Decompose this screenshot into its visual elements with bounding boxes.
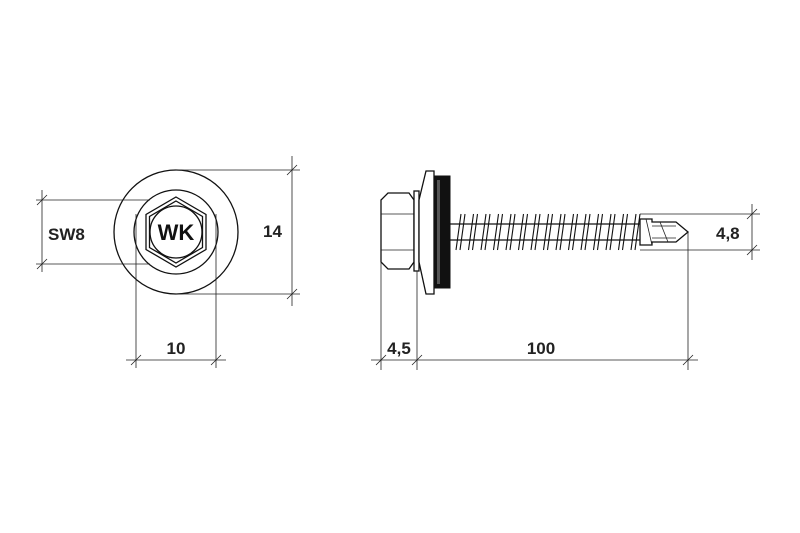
epdm-seal	[433, 175, 451, 289]
thread-flank	[559, 213, 566, 251]
length-label: 100	[527, 339, 555, 358]
thread-crest	[530, 213, 537, 251]
thread-crest	[480, 213, 487, 251]
thread-crest	[517, 213, 525, 251]
hex-width-tick-left	[130, 354, 142, 366]
sw8-tick-top	[36, 194, 48, 206]
thread-crest	[592, 213, 600, 251]
thread-flank	[621, 213, 629, 251]
thread-flank	[484, 213, 491, 251]
thread-crest	[542, 213, 550, 251]
sw8-label: SW8	[48, 225, 85, 244]
thread-dia-tick-bottom	[746, 244, 758, 256]
thread-crest	[617, 213, 625, 251]
thread-flank	[596, 213, 604, 251]
thread-crest	[580, 213, 587, 251]
hex-width-label: 10	[167, 339, 186, 358]
thread-flank	[496, 213, 504, 251]
thread-flank	[534, 213, 541, 251]
length-tick-right	[682, 354, 694, 366]
front-view: WK SW8 10 14	[36, 156, 300, 368]
thread-flank	[634, 213, 641, 251]
thread-flank	[584, 213, 591, 251]
thread-flank	[571, 213, 579, 251]
thread-crest	[605, 213, 612, 251]
sw8-tick-bottom	[36, 258, 48, 270]
thread-crest	[567, 213, 575, 251]
logo-text: WK	[158, 220, 195, 245]
epdm-seal-highlight	[437, 180, 440, 284]
washer-tick-bottom	[286, 288, 298, 300]
side-view: 4,8 4,5 100	[371, 170, 760, 370]
steel-washer	[418, 170, 435, 295]
thread-flank	[471, 213, 479, 251]
head-tick-right	[411, 354, 423, 366]
thread-flank	[521, 213, 529, 251]
head-height-label: 4,5	[387, 339, 411, 358]
head-tick-left	[375, 354, 387, 366]
washer-tick-top	[286, 164, 298, 176]
thread-flank	[459, 213, 466, 251]
thread-crest	[505, 213, 512, 251]
thread-crest	[455, 213, 462, 251]
thread-crest	[492, 213, 500, 251]
drill-flute-4	[645, 218, 653, 246]
thread-crest	[467, 213, 475, 251]
thread-flank	[546, 213, 554, 251]
thread-flank	[509, 213, 516, 251]
hex-head-side	[380, 192, 415, 270]
thread-crest	[630, 213, 637, 251]
thread-flank	[609, 213, 616, 251]
logo-circle	[149, 205, 203, 259]
thread-crest	[555, 213, 562, 251]
thread-diameter-label: 4,8	[716, 224, 740, 243]
thread-dia-tick-top	[746, 208, 758, 220]
hex-head-inner	[148, 200, 204, 264]
washer-diameter-label: 14	[263, 222, 282, 241]
collar	[413, 190, 420, 272]
thread	[455, 213, 641, 251]
drill-flute-3	[659, 221, 669, 243]
hex-width-tick-right	[210, 354, 222, 366]
